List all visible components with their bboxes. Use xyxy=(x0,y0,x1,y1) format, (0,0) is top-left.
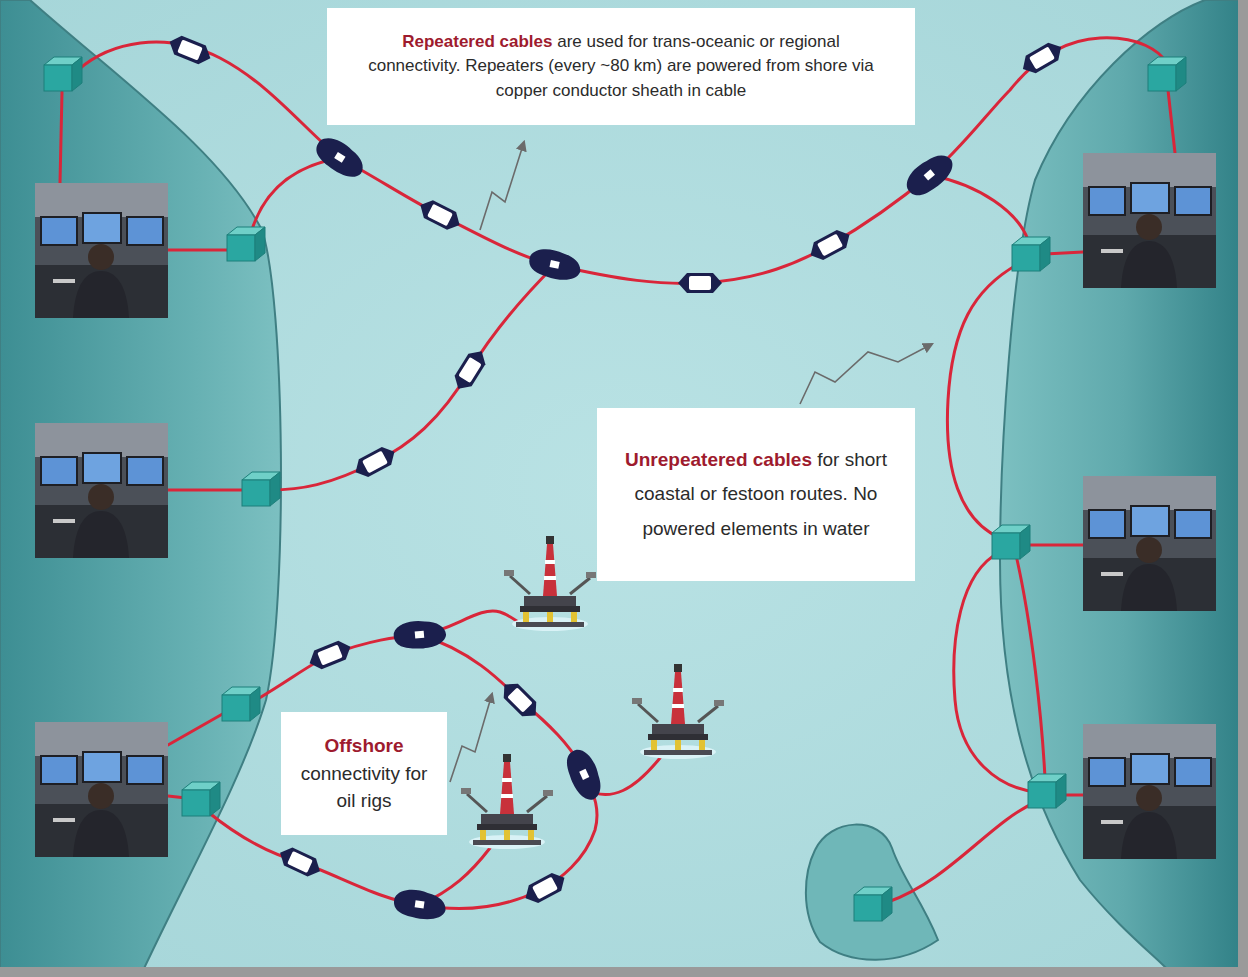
leader-arrow xyxy=(800,344,932,404)
cable xyxy=(60,92,62,183)
leader-arrow xyxy=(450,694,492,782)
callout-heading: Offshore xyxy=(291,732,437,760)
oil-rigs xyxy=(461,536,724,849)
cable xyxy=(256,611,540,700)
oil-rig xyxy=(504,536,596,631)
cables xyxy=(60,38,1175,909)
repeater xyxy=(450,346,490,394)
repeater xyxy=(521,869,569,907)
repeater xyxy=(351,443,399,481)
cable xyxy=(1168,90,1175,153)
landing-station xyxy=(992,525,1030,559)
control-room-photo xyxy=(1083,153,1216,288)
cable xyxy=(1016,555,1045,778)
oil-rig xyxy=(632,664,724,759)
control-room-photo xyxy=(1083,724,1216,859)
branching-unit xyxy=(392,887,448,922)
landing-station xyxy=(222,687,260,721)
repeaters xyxy=(166,32,1066,922)
operations-photos xyxy=(35,153,1216,859)
callout-box: Unrepeatered cablesfor short coastal or … xyxy=(597,408,915,581)
oil-rig xyxy=(461,754,553,849)
landing-station xyxy=(1148,57,1186,91)
cable xyxy=(947,262,1022,538)
peninsula xyxy=(806,825,938,960)
landing-station xyxy=(227,227,265,261)
cable xyxy=(888,802,1036,902)
branching-unit xyxy=(311,132,370,183)
callout-box: Offshoreconnectivity for oil rigs xyxy=(281,712,447,835)
callout-body: connectivity for oil rigs xyxy=(291,760,437,815)
right-coast xyxy=(1000,0,1238,967)
cable xyxy=(168,489,245,492)
repeater xyxy=(276,844,324,881)
callout-text: Offshoreconnectivity for oil rigs xyxy=(291,732,437,815)
landing-station xyxy=(854,887,892,921)
cable xyxy=(168,712,226,745)
branching-unit xyxy=(561,745,608,804)
landing-station xyxy=(1028,774,1066,808)
callout-text: Unrepeatered cablesfor short coastal or … xyxy=(619,443,893,546)
cable xyxy=(930,175,1028,240)
repeater xyxy=(678,273,722,293)
landing-stations xyxy=(44,57,1186,921)
cable xyxy=(250,158,340,236)
control-room-photo xyxy=(35,423,168,558)
branching-unit xyxy=(526,246,583,284)
repeater xyxy=(806,226,854,264)
callout-heading: Unrepeatered cables xyxy=(625,449,812,470)
callout-heading: Repeatered cables xyxy=(402,32,552,51)
control-room-photo xyxy=(35,722,168,857)
cable xyxy=(1045,252,1083,254)
callout-text: Repeatered cablesare used for trans-ocea… xyxy=(355,30,887,104)
cable xyxy=(168,249,228,252)
control-room-photo xyxy=(1083,476,1216,611)
leader-arrow xyxy=(480,142,524,230)
landing-station xyxy=(182,782,220,816)
branching-unit xyxy=(901,147,959,202)
branching-unit xyxy=(393,619,447,651)
repeater xyxy=(306,637,354,672)
repeater xyxy=(1018,38,1066,77)
cable xyxy=(270,265,555,490)
landing-station xyxy=(242,472,280,506)
left-coast xyxy=(0,0,281,967)
landing-station xyxy=(1012,237,1050,271)
control-room-photo xyxy=(35,183,168,318)
cable xyxy=(1025,544,1083,547)
callout-leaders xyxy=(450,142,932,782)
repeater xyxy=(166,32,214,67)
landing-station xyxy=(44,57,82,91)
cable xyxy=(78,42,340,158)
callout-box: Repeatered cablesare used for trans-ocea… xyxy=(327,8,915,125)
repeater xyxy=(416,196,464,234)
repeater xyxy=(497,677,542,722)
